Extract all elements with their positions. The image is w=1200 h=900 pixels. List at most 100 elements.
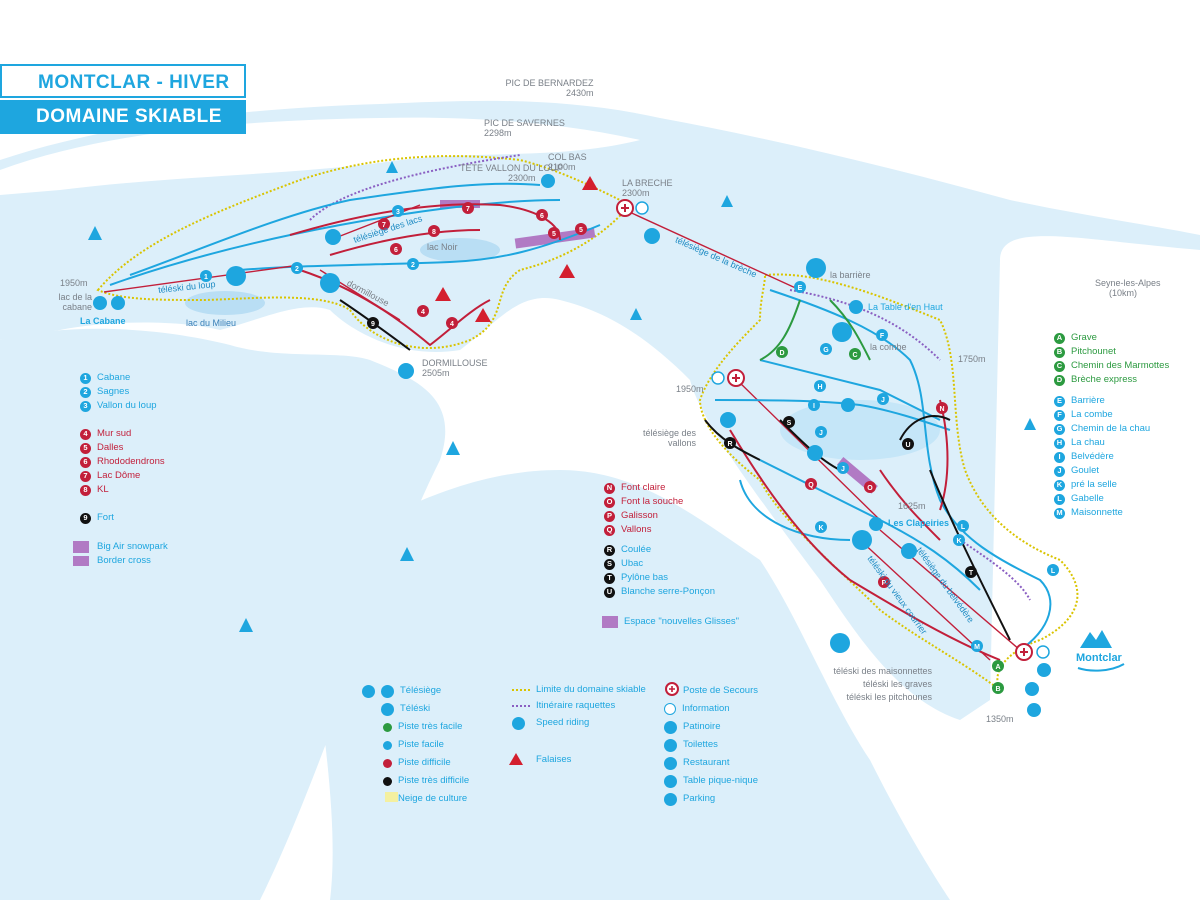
cliff-icon	[435, 287, 451, 301]
legend-item: Poste de Secours	[683, 685, 758, 696]
svg-text:E: E	[798, 285, 803, 292]
speed-riding-icon	[541, 174, 555, 188]
svg-text:C: C	[852, 352, 857, 359]
legend-bottom-col2: Limite du domaine skiable Itinéraire raq…	[512, 682, 646, 768]
montclar-logo	[1077, 630, 1125, 672]
legend-snowpark: Big Air snowpark	[97, 541, 168, 552]
svg-text:2: 2	[411, 262, 415, 269]
drag-lift-icon	[320, 273, 340, 293]
toilets-icon	[664, 738, 677, 752]
chairlift-icon	[325, 229, 341, 245]
svg-text:O: O	[867, 485, 873, 492]
chairlift-icon	[381, 684, 394, 698]
svg-text:J: J	[881, 397, 885, 404]
skating-rink-icon	[664, 720, 677, 734]
rescue-posts	[616, 199, 1033, 661]
svg-text:4: 4	[421, 309, 425, 316]
legend-item: Information	[664, 700, 758, 718]
montclar-logo-text: Montclar	[1076, 652, 1122, 664]
lac-noir	[420, 238, 500, 262]
svg-text:N: N	[939, 406, 944, 413]
drag-lift-icon	[806, 258, 826, 278]
lift-pitchounes-label: téléski les pitchounes	[846, 692, 932, 702]
svg-text:4: 4	[450, 321, 454, 328]
legend-item: Piste très facile	[362, 718, 469, 736]
legend-swatches	[73, 541, 679, 802]
chairlift-icon	[807, 445, 823, 461]
svg-text:M: M	[974, 644, 980, 651]
title-domaine: DOMAINE SKIABLE	[0, 100, 246, 134]
picnic-icon	[398, 363, 414, 379]
facility-icons	[93, 174, 1051, 717]
chairlift-icon	[362, 684, 375, 698]
combe-label: la combe	[870, 342, 907, 352]
legend-item: Limite du domaine skiable	[536, 684, 646, 695]
legend-item: Toilettes	[664, 736, 758, 754]
tree-icon	[386, 161, 398, 173]
svg-text:7: 7	[382, 222, 386, 229]
chairlift-icon	[644, 228, 660, 244]
svg-text:U: U	[905, 442, 910, 449]
svg-text:6: 6	[540, 213, 544, 220]
legend-border-cross: Border cross	[97, 555, 151, 566]
boundary-west	[96, 155, 632, 349]
info-icon	[1036, 645, 1050, 659]
trees	[88, 161, 1036, 632]
restaurant-icon	[1025, 682, 1039, 696]
la-cabane-label: La Cabane	[80, 316, 126, 326]
legend-item: Téléski	[362, 700, 469, 718]
snowshoe-route-west	[309, 154, 521, 221]
restaurant-icon	[849, 300, 863, 314]
parking-icon	[1027, 703, 1041, 717]
legend-item: Itinéraire raquettes	[536, 700, 616, 711]
svg-text:T: T	[969, 570, 974, 577]
tree-icon	[446, 441, 460, 455]
chairlift-icon	[901, 543, 917, 559]
svg-text:D: D	[779, 350, 784, 357]
svg-text:Q: Q	[808, 482, 814, 489]
svg-text:L: L	[1051, 568, 1056, 575]
clapeiries-label: Les Clapeiries	[888, 518, 950, 528]
cliff-icon	[475, 308, 491, 322]
legend-glisses: Espace "nouvelles Glisses"	[624, 616, 739, 627]
svg-text:2: 2	[295, 266, 299, 273]
svg-text:G: G	[823, 347, 829, 354]
snowshoe-route-east	[789, 289, 1031, 601]
white-ridge	[0, 117, 640, 195]
lift-maisonnettes-label: téléski des maisonnettes	[833, 666, 932, 676]
svg-text:L: L	[961, 524, 966, 531]
svg-text:S: S	[787, 420, 792, 427]
svg-text:K: K	[956, 538, 961, 545]
svg-text:J: J	[841, 466, 845, 473]
svg-text:P: P	[882, 580, 887, 587]
legend-item: Piste facile	[362, 736, 469, 754]
drag-lift-icon	[381, 702, 394, 716]
alt-1750: 1750m	[958, 354, 986, 364]
svg-text:6: 6	[394, 247, 398, 254]
